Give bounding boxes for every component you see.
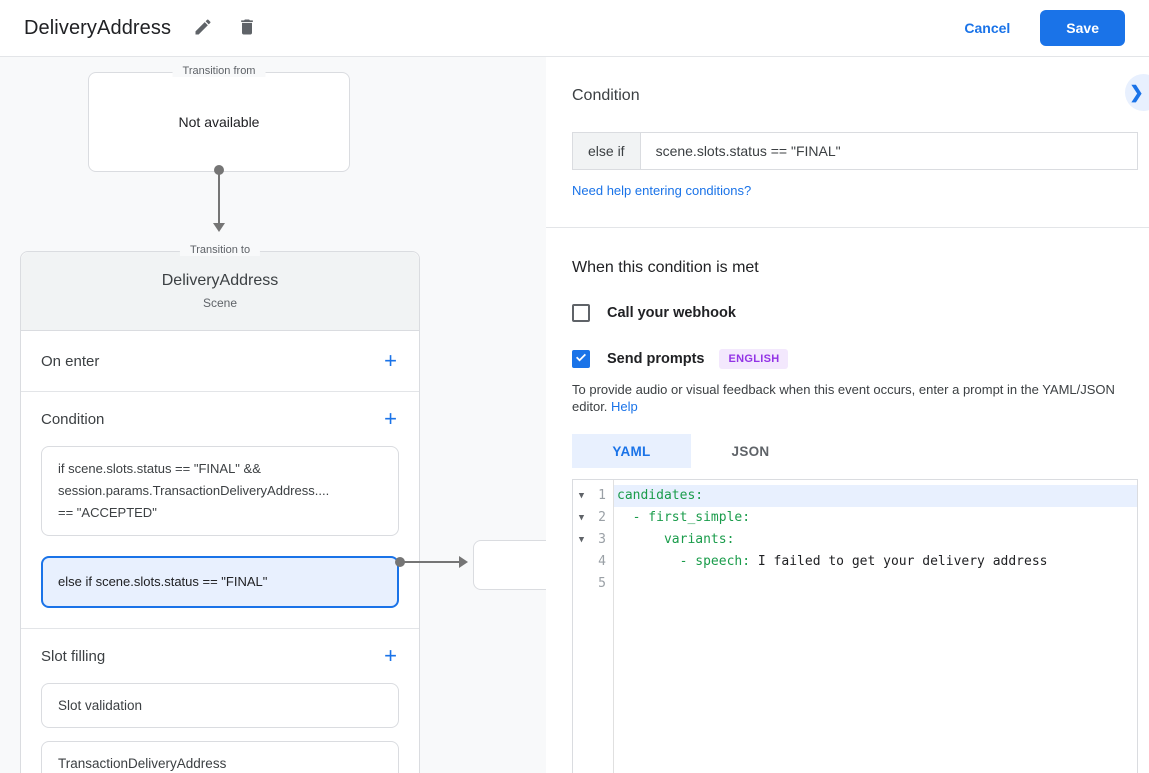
condition-expression-row: else if: [572, 132, 1138, 170]
send-prompts-label: Send prompts: [607, 351, 705, 367]
cancel-button[interactable]: Cancel: [954, 12, 1020, 44]
transition-from-content: Not available: [178, 114, 260, 130]
fold-toggle-icon: [573, 551, 590, 573]
prompt-description-text: To provide audio or visual feedback when…: [572, 382, 1115, 414]
page-title: DeliveryAddress: [24, 16, 172, 39]
line-number: 3: [598, 532, 606, 547]
language-badge: ENGLISH: [719, 349, 789, 369]
line-number: 2: [598, 510, 606, 525]
code-line: ▼ 3 variants:: [573, 524, 1137, 773]
line-number: 4: [598, 554, 606, 569]
transition-to-legend: Transition to: [179, 244, 261, 256]
scene-name: DeliveryAddress: [161, 272, 279, 289]
call-webhook-label: Call your webhook: [607, 305, 736, 321]
connector-arrowhead-right: [459, 556, 468, 568]
add-condition-button[interactable]: +: [384, 406, 397, 431]
transition-target-box[interactable]: [473, 540, 546, 590]
call-webhook-checkbox[interactable]: [572, 304, 590, 322]
code-line: ▼ 1 candidates:: [573, 480, 1137, 773]
condition-item-if[interactable]: if scene.slots.status == "FINAL" && sess…: [41, 446, 399, 536]
tab-yaml[interactable]: YAML: [572, 434, 691, 468]
panel-divider: [546, 227, 1149, 228]
line-number: 1: [598, 488, 606, 503]
send-prompts-checkbox[interactable]: [572, 350, 590, 368]
save-button[interactable]: Save: [1040, 10, 1125, 46]
code-line: ▼ 2 - first_simple:: [573, 502, 1137, 773]
code-line: 4 - speech: I failed to get your deliver…: [573, 546, 1137, 773]
fold-toggle-icon[interactable]: ▼: [578, 513, 585, 523]
condition-line: session.params.TransactionDeliveryAddres…: [58, 483, 330, 498]
prompt-description: To provide audio or visual feedback when…: [572, 381, 1138, 415]
tab-json[interactable]: JSON: [731, 443, 770, 459]
transition-from-box: Transition from Not available: [88, 65, 350, 172]
connector-arrowhead-down: [213, 223, 225, 232]
scene-card: Transition to DeliveryAddress Scene On e…: [20, 244, 420, 773]
panel-title: Condition: [572, 87, 640, 104]
edit-scene-button[interactable]: [191, 16, 215, 40]
line-number: 5: [598, 576, 606, 591]
connector-dot-horizontal: [395, 557, 405, 567]
slot-filling-section: Slot filling + Slot validation Transacti…: [21, 629, 419, 773]
fold-toggle-icon[interactable]: ▼: [578, 535, 585, 545]
on-enter-label: On enter: [41, 352, 100, 370]
condition-editor-panel: ❯ Condition else if Need help entering c…: [546, 57, 1149, 773]
code-text: - first_simple:: [632, 510, 751, 525]
send-prompts-row: Send prompts ENGLISH: [572, 349, 1138, 369]
chevron-right-icon: ❯: [1129, 82, 1144, 102]
fold-toggle-icon: [573, 573, 590, 595]
condition-met-title: When this condition is met: [572, 259, 759, 276]
on-enter-row: On enter +: [21, 331, 419, 392]
yaml-code-editor[interactable]: ▼ 1 candidates: ▼ 2 - first_simple: ▼ 3 …: [572, 479, 1138, 773]
connector-line-vertical: [218, 173, 220, 225]
condition-prefix-label: else if: [573, 133, 641, 169]
gutter-separator: [613, 568, 614, 773]
format-tabs: YAML JSON: [572, 434, 1138, 468]
condition-help-link[interactable]: Need help entering conditions?: [572, 183, 752, 198]
code-text: - speech: I failed to get your delivery …: [679, 554, 1048, 569]
help-link[interactable]: Help: [611, 399, 638, 414]
trash-icon: [237, 17, 257, 40]
slot-filling-label: Slot filling: [41, 647, 106, 665]
pencil-icon: [193, 17, 213, 40]
condition-item-elseif-selected[interactable]: else if scene.slots.status == "FINAL": [41, 556, 399, 608]
slot-transaction-delivery-address-item[interactable]: TransactionDeliveryAddress: [41, 741, 399, 773]
top-bar: DeliveryAddress Cancel Save: [0, 0, 1149, 57]
condition-section: Condition + if scene.slots.status == "FI…: [21, 392, 419, 629]
code-line: 5: [573, 568, 1137, 773]
transition-from-legend: Transition from: [172, 65, 266, 77]
fold-toggle-icon[interactable]: ▼: [578, 491, 585, 501]
connector-line-horizontal: [402, 561, 462, 563]
code-text: candidates:: [614, 485, 1137, 507]
condition-line: == "ACCEPTED": [58, 505, 157, 520]
scene-card-header: DeliveryAddress Scene: [21, 252, 419, 331]
code-text: [614, 573, 1137, 595]
add-slot-button[interactable]: +: [384, 643, 397, 668]
delete-scene-button[interactable]: [235, 16, 259, 40]
code-text: variants:: [663, 532, 735, 547]
main-area: Transition from Not available Transition…: [0, 57, 1149, 773]
scene-diagram-canvas: Transition from Not available Transition…: [0, 57, 546, 773]
condition-expression-input[interactable]: [640, 133, 1137, 169]
condition-line: if scene.slots.status == "FINAL" &&: [58, 461, 261, 476]
connector-dot-vertical: [214, 165, 224, 175]
condition-section-label: Condition: [41, 410, 105, 428]
slot-validation-item[interactable]: Slot validation: [41, 683, 399, 728]
scene-type-label: Scene: [202, 296, 238, 310]
webhook-row: Call your webhook: [572, 304, 1138, 322]
checkmark-icon: [574, 350, 588, 369]
collapse-panel-button[interactable]: ❯: [1125, 74, 1149, 111]
add-on-enter-button[interactable]: +: [384, 348, 397, 373]
